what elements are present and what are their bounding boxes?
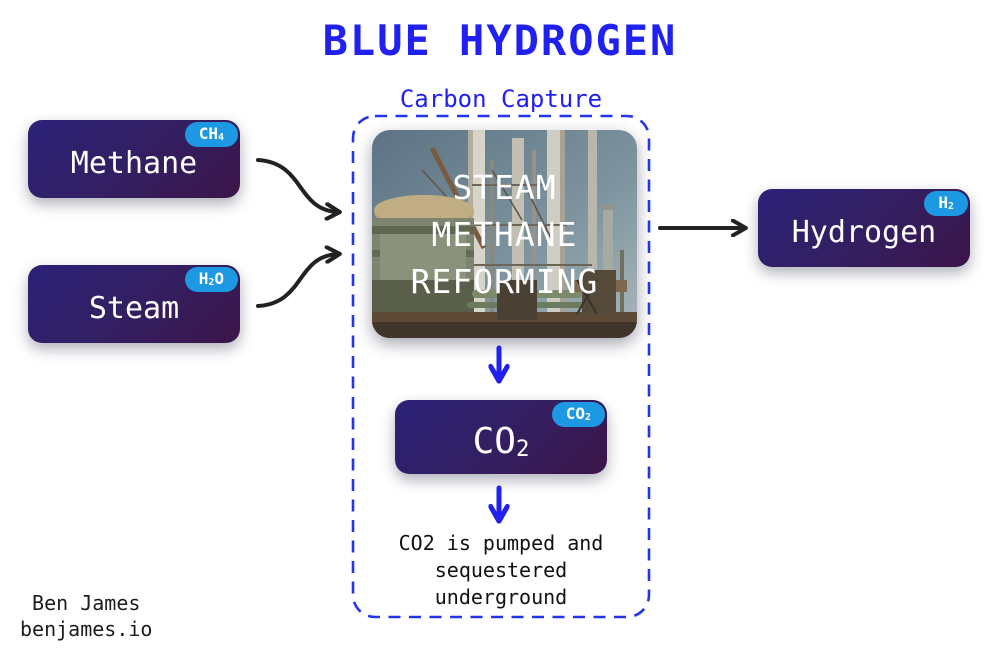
- arrow-steam-to-smr: [256, 254, 338, 308]
- co2-node: CO2 CO2: [395, 400, 607, 474]
- arrow-methane-to-smr: [256, 158, 338, 212]
- methane-formula-badge: CH4: [184, 122, 238, 147]
- methane-node: CH4 Methane: [28, 120, 240, 198]
- steam-label: Steam: [88, 290, 180, 326]
- methane-label: Methane: [70, 145, 198, 181]
- steam-node: H2O Steam: [28, 265, 240, 343]
- page-title: BLUE HYDROGEN: [322, 16, 678, 65]
- author-credit: Ben James benjames.io: [20, 590, 152, 642]
- carbon-capture-label: Carbon Capture: [399, 85, 603, 113]
- author-name: Ben James: [32, 591, 141, 615]
- co2-formula-badge: CO2: [551, 402, 605, 427]
- sequestration-note: CO2 is pumped and sequestered undergroun…: [398, 531, 604, 609]
- hydrogen-label: Hydrogen: [791, 214, 937, 250]
- hydrogen-formula-badge: H2: [924, 191, 968, 216]
- smr-process-image: STEAM METHANE REFORMING: [372, 130, 637, 338]
- co2-label: CO2: [472, 420, 530, 462]
- steam-formula-badge: H2O: [184, 267, 238, 292]
- author-site: benjames.io: [20, 617, 153, 641]
- hydrogen-node: H2 Hydrogen: [758, 189, 970, 267]
- smr-process-title: STEAM METHANE REFORMING: [410, 167, 599, 301]
